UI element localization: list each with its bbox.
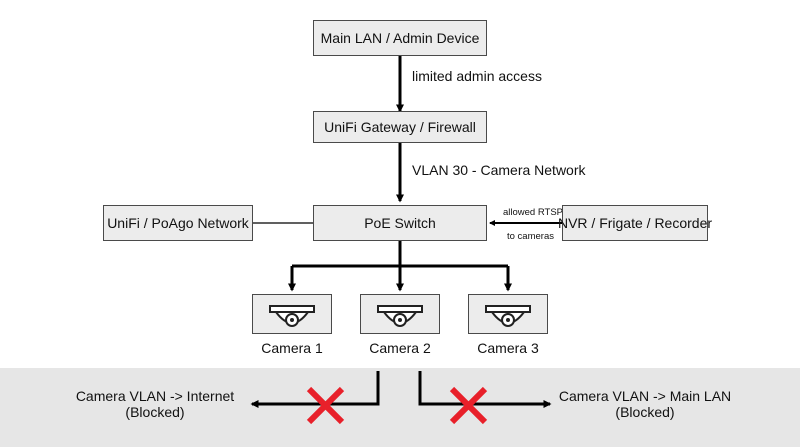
camera-box-3	[468, 294, 548, 334]
blocked-label-internet: Camera VLAN -> Internet (Blocked)	[62, 388, 248, 420]
red-x-icon	[449, 386, 488, 425]
blocked-internet-line1: Camera VLAN -> Internet	[75, 388, 235, 404]
edge-label-allowed-rtsp: allowed RTSP	[503, 207, 564, 218]
blocked-label-main-lan: Camera VLAN -> Main LAN (Blocked)	[552, 388, 738, 420]
blocked-main-lan-line1: Camera VLAN -> Main LAN	[558, 388, 732, 404]
node-admin-device: Main LAN / Admin Device	[313, 20, 487, 56]
node-unifi-network: UniFi / PoAgo Network	[103, 205, 253, 241]
blocked-internet-line2: (Blocked)	[125, 404, 185, 420]
camera-box-2	[360, 294, 440, 334]
dome-camera-icon	[377, 305, 423, 327]
node-gateway-firewall: UniFi Gateway / Firewall	[313, 111, 487, 143]
edge-label-to-cameras: to cameras	[507, 231, 554, 242]
camera-label-1: Camera 1	[261, 340, 323, 356]
dome-camera-icon	[485, 305, 531, 327]
node-poe-switch: PoE Switch	[313, 205, 487, 241]
dome-camera-icon	[269, 305, 315, 327]
camera-box-1	[252, 294, 332, 334]
blocked-main-lan-line2: (Blocked)	[615, 404, 675, 420]
red-x-icon	[306, 386, 345, 425]
node-nvr-recorder: NVR / Frigate / Recorder	[558, 205, 712, 241]
edge-label-vlan30: VLAN 30 - Camera Network	[412, 162, 586, 178]
camera-label-3: Camera 3	[477, 340, 539, 356]
blocked-path-internet	[250, 371, 380, 408]
camera-label-2: Camera 2	[369, 340, 431, 356]
edge-label-limited-admin: limited admin access	[412, 68, 542, 84]
blocked-traffic-band	[0, 368, 800, 447]
blocked-path-main-lan	[418, 371, 552, 408]
